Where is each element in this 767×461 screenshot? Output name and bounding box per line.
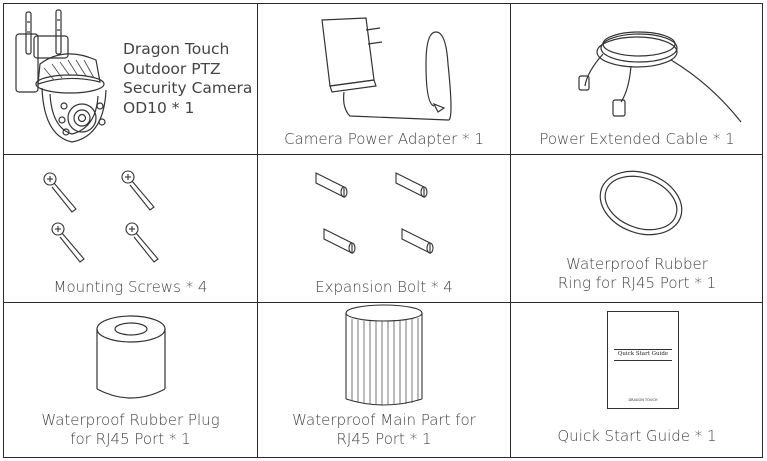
rubber-plug-label: Waterproof Rubber Plug for RJ45 Port * 1 [41, 411, 220, 448]
mounting-screws-label: Mounting Screws * 4 [53, 278, 208, 296]
extension-cable-label: Power Extended Cable * 1 [539, 130, 735, 148]
item-power-adapter: Camera Power Adapter * 1 [258, 4, 510, 154]
guide-booklet: Quick Start Guide DRAGON TOUCH [607, 311, 679, 409]
main-part-illustration [345, 304, 423, 406]
expansion-bolts-illustration [315, 172, 434, 254]
main-part-label: Waterproof Main Part for RJ45 Port * 1 [292, 411, 476, 448]
grid-divider-v1 [257, 4, 258, 457]
grid-divider-v2 [510, 4, 511, 457]
quick-start-guide-label: Quick Start Guide * 1 [557, 427, 717, 445]
grid-divider-h1 [4, 154, 762, 155]
power-adapter-illustration [321, 17, 452, 121]
package-contents-grid: Dragon Touch Outdoor PTZ Security Camera… [3, 3, 763, 458]
grid-divider-h2 [4, 302, 762, 303]
expansion-bolts-label: Expansion Bolt * 4 [315, 278, 453, 296]
item-expansion-bolts: Expansion Bolt * 4 [258, 155, 510, 302]
item-quick-start-guide: Quick Start Guide DRAGON TOUCH Quick Sta… [511, 303, 763, 458]
camera-illustration [15, 9, 107, 143]
guide-booklet-title: Quick Start Guide [617, 351, 669, 357]
item-camera: Dragon Touch Outdoor PTZ Security Camera… [4, 4, 257, 154]
item-extension-cable: Power Extended Cable * 1 [511, 4, 763, 154]
item-mounting-screws: Mounting Screws * 4 [4, 155, 257, 302]
power-adapter-label: Camera Power Adapter * 1 [284, 130, 484, 148]
camera-label: Dragon Touch Outdoor PTZ Security Camera… [123, 40, 253, 117]
item-rubber-ring: Waterproof Rubber Ring for RJ45 Port * 1 [511, 155, 763, 302]
guide-booklet-brand: DRAGON TOUCH [628, 398, 658, 402]
rubber-ring-illustration [599, 170, 683, 236]
screws-illustration [43, 170, 159, 263]
extension-cable-illustration [578, 31, 742, 123]
rubber-plug-illustration [96, 315, 166, 399]
item-main-part: Waterproof Main Part for RJ45 Port * 1 [258, 303, 510, 458]
item-rubber-plug: Waterproof Rubber Plug for RJ45 Port * 1 [4, 303, 257, 458]
rubber-ring-label: Waterproof Rubber Ring for RJ45 Port * 1 [557, 255, 717, 292]
